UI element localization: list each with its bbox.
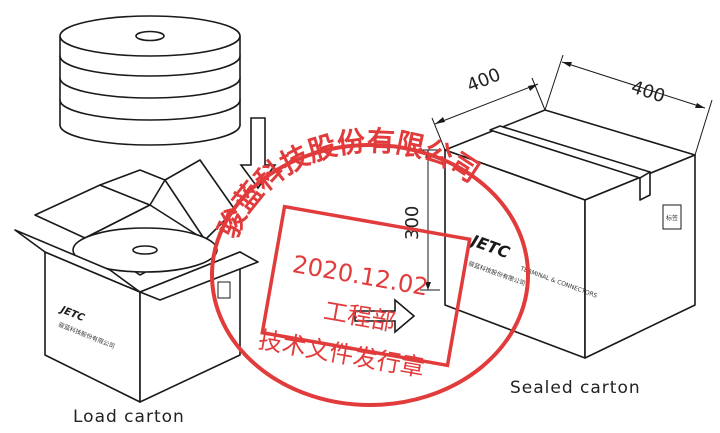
reel-stack xyxy=(59,15,241,146)
right-arrow-icon xyxy=(354,298,416,334)
dimension-width-label: 400 xyxy=(464,64,504,96)
open-carton xyxy=(14,159,259,403)
load-carton-caption: Load carton xyxy=(73,407,185,427)
stamp-department: 工程部 xyxy=(322,297,398,337)
sealed-carton xyxy=(444,109,696,359)
dimension-depth-label: 400 xyxy=(628,77,667,108)
side-tag xyxy=(662,204,682,230)
stamp-date: 2020.12.02 xyxy=(290,250,430,301)
dimension-lines xyxy=(420,54,713,291)
stamp-date-box xyxy=(260,204,472,368)
side-tag-small xyxy=(217,281,231,299)
side-tag-text: 标签 xyxy=(666,214,678,222)
sealed-carton-caption: Sealed carton xyxy=(510,378,641,398)
stamp-seal-name: 技术文件发行章 xyxy=(256,326,426,383)
dimension-height-label: 300 xyxy=(402,206,423,240)
